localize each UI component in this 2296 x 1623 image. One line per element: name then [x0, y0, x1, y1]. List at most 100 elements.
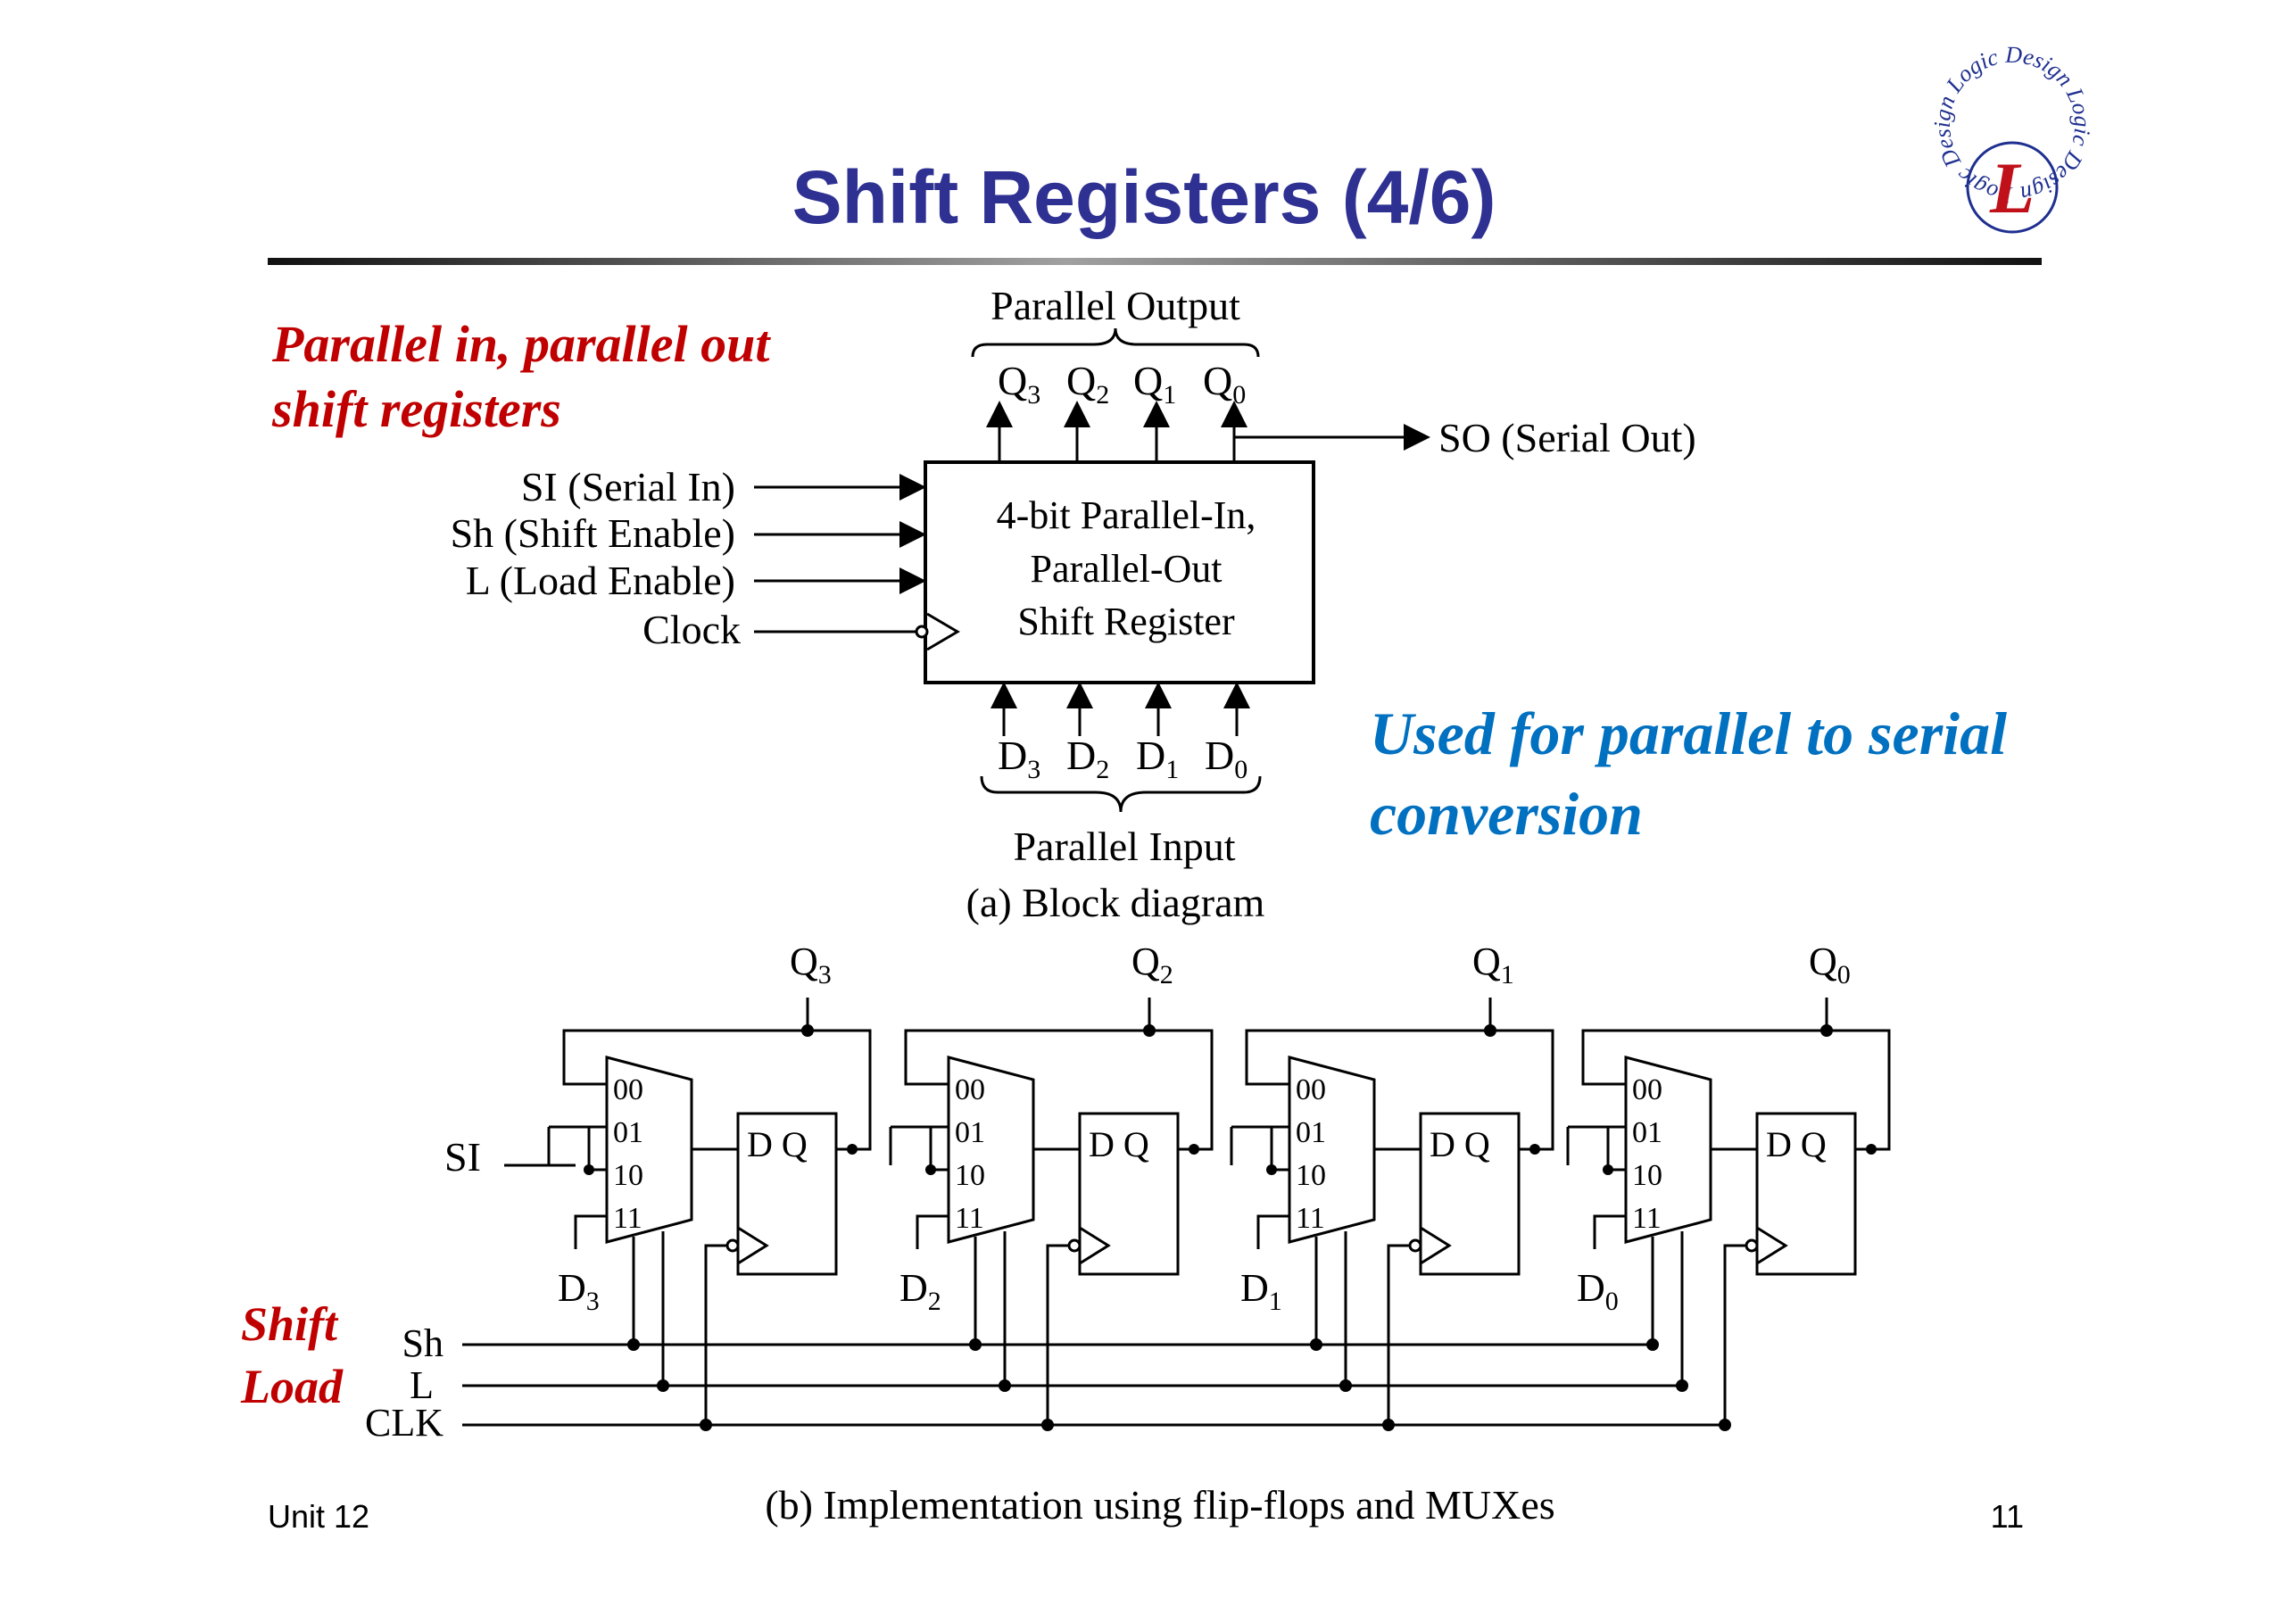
mux-0-input-0-label: 00	[613, 1073, 643, 1106]
flip-flop-3	[1755, 1112, 1857, 1276]
mux-3-input-3-label: 11	[1632, 1202, 1662, 1235]
mux-1-shift-node	[925, 1164, 936, 1175]
mux-1-input-1-label: 01	[955, 1116, 985, 1149]
mux-2-shift-wire	[1270, 1127, 1289, 1172]
load-label: Load	[240, 1360, 344, 1413]
d-1-label: D2	[899, 1266, 941, 1316]
q-1-label: Q2	[1131, 940, 1173, 990]
q-0-label: Q3	[790, 940, 832, 990]
l-label: L	[410, 1363, 434, 1407]
mux-3-input-0-label: 00	[1632, 1073, 1662, 1106]
mux-3-shift-node	[1603, 1164, 1613, 1175]
title-rule	[268, 258, 2042, 265]
heading-line-1: Parallel in, parallel out	[271, 315, 771, 373]
mux-3-input-2-label: 10	[1632, 1159, 1662, 1192]
mux-1-input-3-label: 11	[955, 1202, 984, 1235]
block-q1-label: Q1	[1133, 358, 1176, 410]
flip-flop-3-clock-node	[1719, 1419, 1731, 1431]
flip-flop-3-label: D Q	[1766, 1124, 1827, 1164]
si-label: SI	[444, 1134, 481, 1180]
mux-2-input-1-label: 01	[1296, 1116, 1326, 1149]
block-diagram: Parallel Output Q3 Q2 Q1 Q0 SO (Serial O…	[451, 283, 1696, 925]
implementation-caption: (b) Implementation using flip-flops and …	[765, 1482, 1554, 1528]
flip-flop-2	[1419, 1112, 1521, 1276]
flip-flop-3-clock-wire	[1723, 1244, 1746, 1425]
q-2-label: Q1	[1472, 940, 1514, 990]
serial-out-label: SO (Serial Out)	[1438, 415, 1696, 460]
feedback-1-wire	[904, 1029, 1214, 1151]
output-brace	[971, 327, 1260, 358]
flip-flop-2-clock-triangle	[1420, 1226, 1452, 1265]
block-d1-label: D1	[1136, 733, 1179, 784]
block-diagram-caption: (a) Block diagram	[966, 880, 1265, 925]
input-sh-label: Sh (Shift Enable)	[451, 510, 735, 556]
block-q3-label: Q3	[998, 358, 1040, 410]
heading-line-2: shift registers	[271, 380, 561, 438]
mux-1-input-2-label: 10	[955, 1159, 985, 1192]
input-l-label: L (Load Enable)	[466, 558, 735, 603]
block-text-line-1: 4-bit Parallel-In,	[997, 493, 1256, 537]
d-2-label: D1	[1240, 1266, 1282, 1316]
clk-label: CLK	[365, 1401, 443, 1445]
mux-0-input-2-label: 10	[613, 1159, 643, 1192]
mux-3	[1624, 1056, 1712, 1244]
q-3-label: Q0	[1809, 940, 1851, 990]
logo-letter: L	[1989, 147, 2035, 228]
mux-0-input-1-label: 01	[613, 1116, 643, 1149]
block-text-line-3: Shift Register	[1017, 600, 1235, 643]
d-0-wire	[574, 1214, 607, 1249]
mux-2	[1288, 1056, 1376, 1244]
flip-flop-1-clock-triangle	[1079, 1226, 1111, 1265]
flip-flop-1	[1078, 1112, 1180, 1276]
flip-flop-3-clock-triangle	[1756, 1226, 1788, 1265]
footer-page-number: 11	[1991, 1498, 2024, 1535]
mux-0-input-3-label: 11	[613, 1202, 642, 1235]
block-d2-label: D2	[1066, 733, 1109, 784]
clock-bubble	[915, 625, 929, 639]
mux-3-sh-node	[1646, 1338, 1659, 1351]
parallel-output-label: Parallel Output	[991, 283, 1240, 328]
d-3-label: D0	[1577, 1266, 1619, 1316]
mux-0-shift-wire	[587, 1127, 607, 1172]
d-1-wire	[916, 1214, 949, 1249]
mux-2-shift-node	[1266, 1164, 1277, 1175]
flip-flop-2-label: D Q	[1430, 1124, 1490, 1164]
input-brace	[980, 775, 1262, 813]
d-0-label: D3	[558, 1266, 600, 1316]
mux-2-input-2-label: 10	[1296, 1159, 1326, 1192]
flip-flop-0-label: D Q	[747, 1124, 808, 1164]
block-q0-label: Q0	[1203, 358, 1246, 410]
block-text-line-2: Parallel-Out	[1030, 547, 1222, 591]
shift-register-block	[924, 460, 1315, 684]
flip-flop-1-clock-bubble	[1067, 1238, 1082, 1253]
mux-1-shift-wire	[929, 1127, 949, 1172]
block-d3-label: D3	[998, 733, 1040, 784]
flip-flop-2-clock-wire	[1387, 1244, 1410, 1425]
input-si-label: SI (Serial In)	[521, 464, 735, 509]
flip-flop-3-clock-bubble	[1745, 1238, 1759, 1253]
feedback-3-wire	[1581, 1029, 1891, 1151]
mux-2-input-3-label: 11	[1296, 1202, 1325, 1235]
mux-1	[947, 1056, 1035, 1244]
note-line-1: Used for parallel to serial	[1370, 700, 2007, 767]
flip-flop-0	[736, 1112, 838, 1276]
input-clock-label: Clock	[642, 607, 741, 652]
mux-2-input-0-label: 00	[1296, 1073, 1326, 1106]
mux-0	[605, 1056, 693, 1244]
feedback-2-wire	[1245, 1029, 1554, 1151]
flip-flop-0-clock-bubble	[725, 1238, 740, 1253]
block-d0-label: D0	[1205, 733, 1247, 784]
flip-flop-0-clock-wire	[704, 1244, 727, 1425]
note-line-2: conversion	[1370, 780, 1643, 848]
flip-flop-2-clock-bubble	[1408, 1238, 1422, 1253]
sh-label: Sh	[402, 1321, 443, 1365]
parallel-input-label: Parallel Input	[1013, 824, 1235, 869]
block-q2-label: Q2	[1066, 358, 1109, 410]
page-title: Shift Registers (4/6)	[792, 155, 1496, 239]
clock-triangle	[926, 612, 960, 651]
flip-flop-1-clock-wire	[1046, 1244, 1069, 1425]
d-2-wire	[1256, 1214, 1289, 1249]
